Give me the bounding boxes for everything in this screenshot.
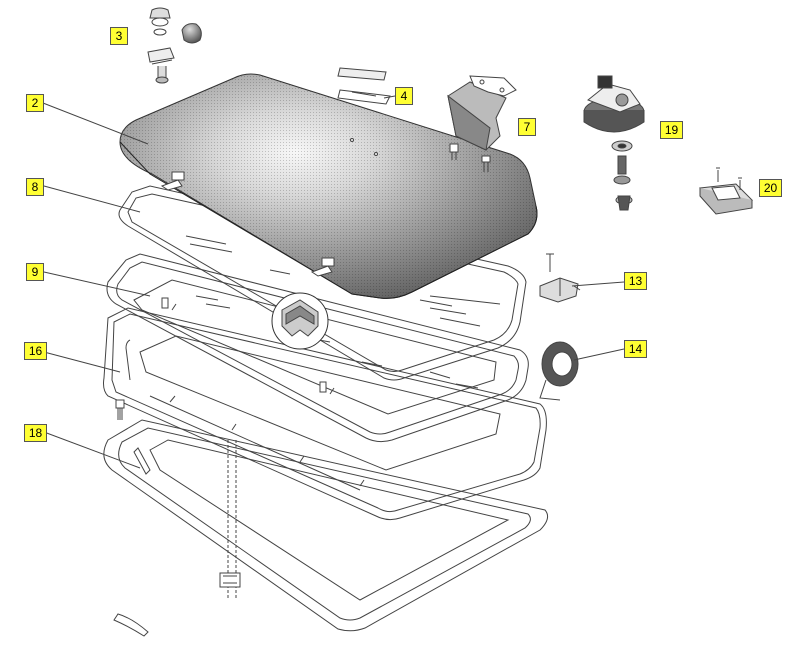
crank-handle-part-19 [583,75,645,211]
lock-clip-part-13 [539,253,581,303]
glass-pane-part-2 [119,73,538,299]
callout-2: 2 [26,94,44,112]
seal-part-8 [118,185,527,381]
leader-lines [42,95,625,469]
callout-14: 14 [624,340,647,358]
hinge-cover-part-7 [447,75,517,172]
bracket-part-4 [337,67,391,105]
callout-16: 16 [24,342,47,360]
handle-parts-part-3 [147,7,202,84]
callout-13: 13 [624,272,647,290]
callout-4: 4 [395,87,413,105]
callout-7: 7 [518,118,536,136]
callout-18: 18 [24,424,47,442]
callout-9: 9 [26,263,44,281]
profile-detail-inset [271,292,329,350]
callout-19: 19 [660,121,683,139]
gasket-frame-part-9 [106,253,529,443]
outer-frame-part-18 [103,419,549,637]
callout-20: 20 [759,179,782,197]
callout-3: 3 [110,27,128,45]
latch-part-20 [698,167,754,215]
callout-8: 8 [26,178,44,196]
seal-tape-roll-part-14 [539,341,579,401]
